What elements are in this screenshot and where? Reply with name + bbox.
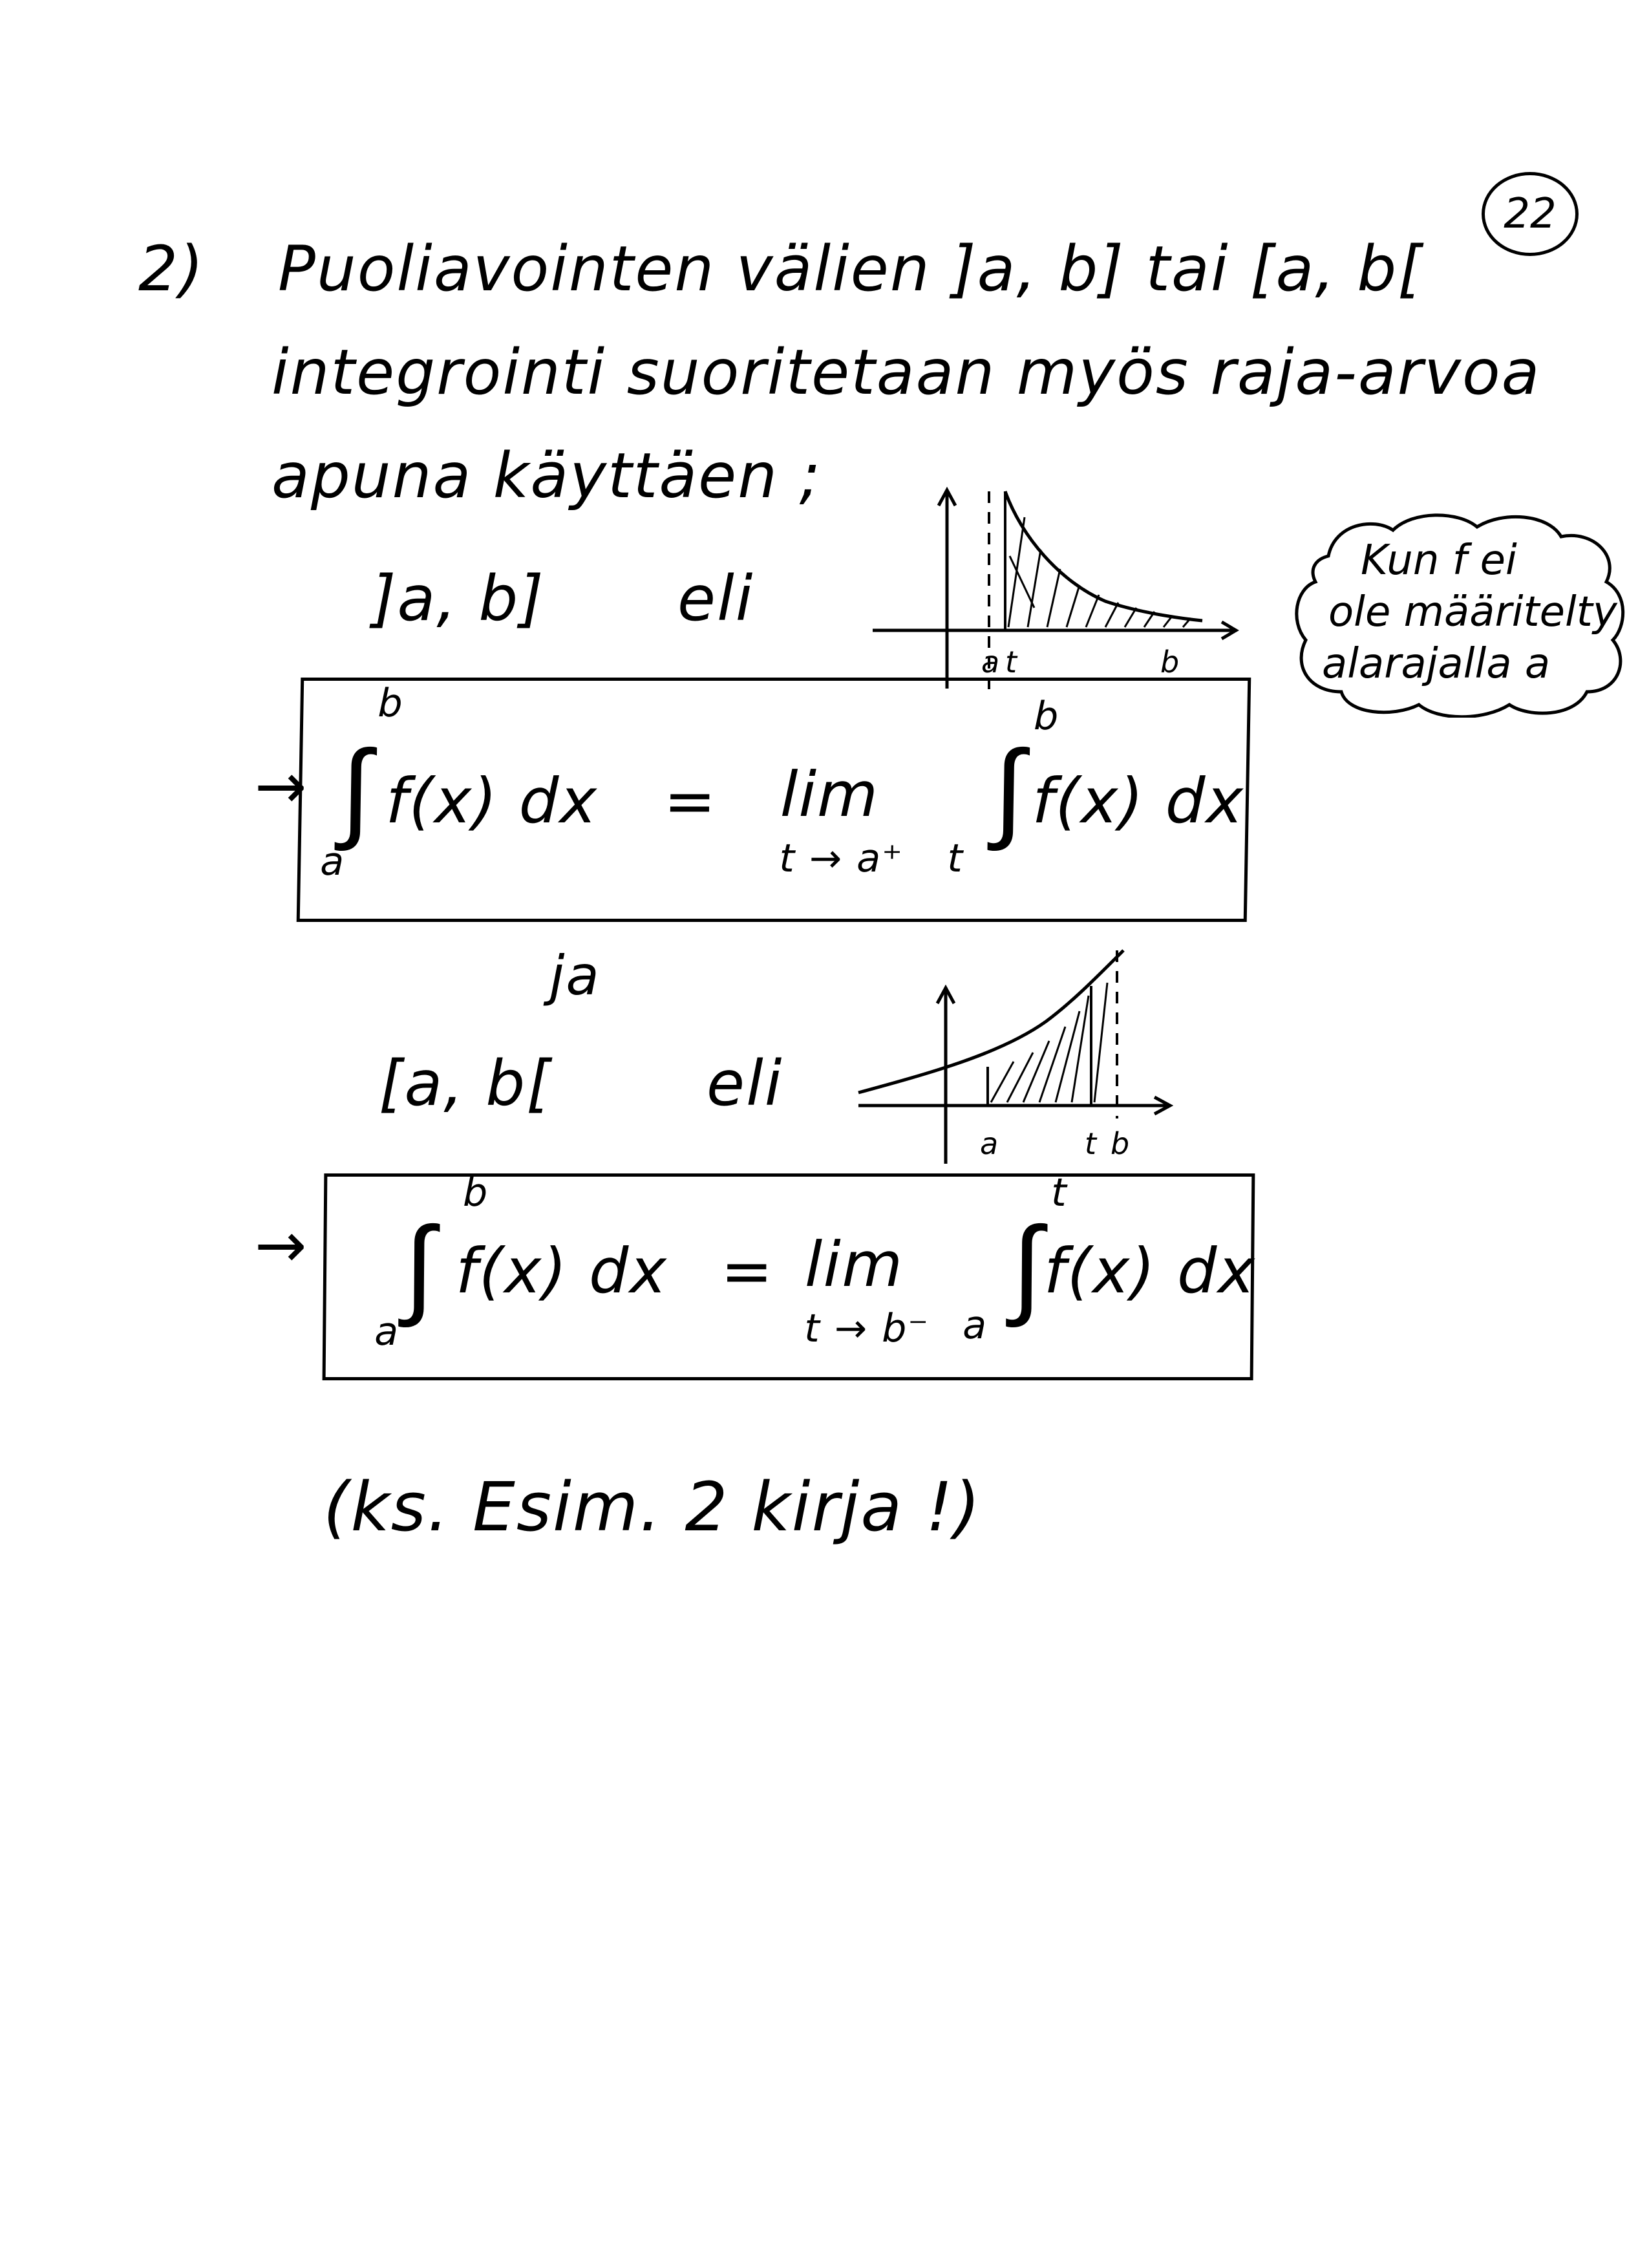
x-axis-arrowhead <box>1220 620 1239 641</box>
hatching <box>1007 517 1192 628</box>
integrand: f(x) dx <box>455 1235 668 1307</box>
limit-subscript: t → a⁺ <box>778 836 904 881</box>
cloud-line-1: Kun f ei <box>1361 537 1517 584</box>
intro-line-2: integrointi suoritetaan myös raja-arvoa <box>271 336 1541 409</box>
rhs-integral-upper: t <box>1050 1170 1068 1215</box>
integral-icon: ∫ <box>403 1203 435 1331</box>
item-number: 2) <box>138 233 205 305</box>
hatching <box>990 982 1109 1103</box>
integral-icon: ∫ <box>339 726 372 854</box>
graph-label-t: t <box>1005 645 1018 679</box>
integral-lower: a <box>319 839 346 884</box>
graph-label-a: a <box>981 645 999 679</box>
equals: = <box>720 1235 775 1307</box>
case1-graph: a t b <box>873 486 1239 692</box>
page-number-text: 22 <box>1504 190 1557 238</box>
limit: lim <box>780 758 880 831</box>
rhs-integral-icon: ∫ <box>992 726 1025 854</box>
footer-note: (ks. Esim. 2 kirja !) <box>323 1468 982 1546</box>
formula-box-2: b ∫ a f(x) dx = lim t → b⁻ t ∫ a f(x) dx <box>322 1170 1257 1380</box>
note-cloud: Kun f ei ole määritelty alarajalla a <box>1290 511 1632 718</box>
case2-interval: [a, b[ <box>379 1047 552 1120</box>
equals: = <box>663 765 718 837</box>
curve <box>858 949 1125 1095</box>
case1-eli: eli <box>677 562 754 635</box>
integral-lower: a <box>374 1309 400 1354</box>
x-axis-arrowhead <box>1153 1095 1174 1116</box>
y-axis-arrowhead <box>937 486 957 507</box>
curve <box>1003 491 1203 623</box>
case1-interval: ]a, b] <box>372 562 545 635</box>
graph-label-b: b <box>1111 1126 1129 1161</box>
rhs-integrand: f(x) dx <box>1043 1235 1257 1307</box>
arrow-icon: → <box>255 1209 308 1281</box>
arrow-icon: → <box>255 750 308 822</box>
integral-upper: b <box>462 1170 489 1215</box>
graph-label-b: b <box>1160 645 1179 679</box>
intro-line-3: apuna käyttäen ; <box>271 440 822 512</box>
rhs-integral-upper: b <box>1033 694 1060 739</box>
case2-graph: a t b <box>858 949 1174 1164</box>
graph-label-a: a <box>980 1126 998 1161</box>
graph-label-t: t <box>1085 1126 1098 1161</box>
cloud-line-2: ole määritelty <box>1328 588 1617 636</box>
integral-upper: b <box>377 681 405 726</box>
rhs-integral-lower: a <box>963 1303 988 1348</box>
formula-box-1: b ∫ a f(x) dx = lim t → a⁺ b ∫ t f(x) dx <box>296 678 1251 922</box>
page-number: 22 <box>1482 172 1579 256</box>
rhs-integral-icon: ∫ <box>1011 1203 1043 1331</box>
limit: lim <box>804 1228 904 1301</box>
cloud-line-3: alarajalla a <box>1322 640 1551 688</box>
case2-eli: eli <box>707 1047 783 1120</box>
intro-line-1: Puoliavointen välien ]a, b] tai [a, b[ <box>278 233 1423 305</box>
cloud-outline <box>1295 513 1625 718</box>
y-axis-arrowhead <box>935 984 956 1005</box>
limit-subscript: t → b⁻ <box>803 1306 930 1351</box>
integrand: f(x) dx <box>385 765 599 837</box>
rhs-integrand: f(x) dx <box>1031 765 1245 837</box>
ja-connector: ja <box>549 944 601 1007</box>
rhs-integral-lower: t <box>946 836 964 881</box>
